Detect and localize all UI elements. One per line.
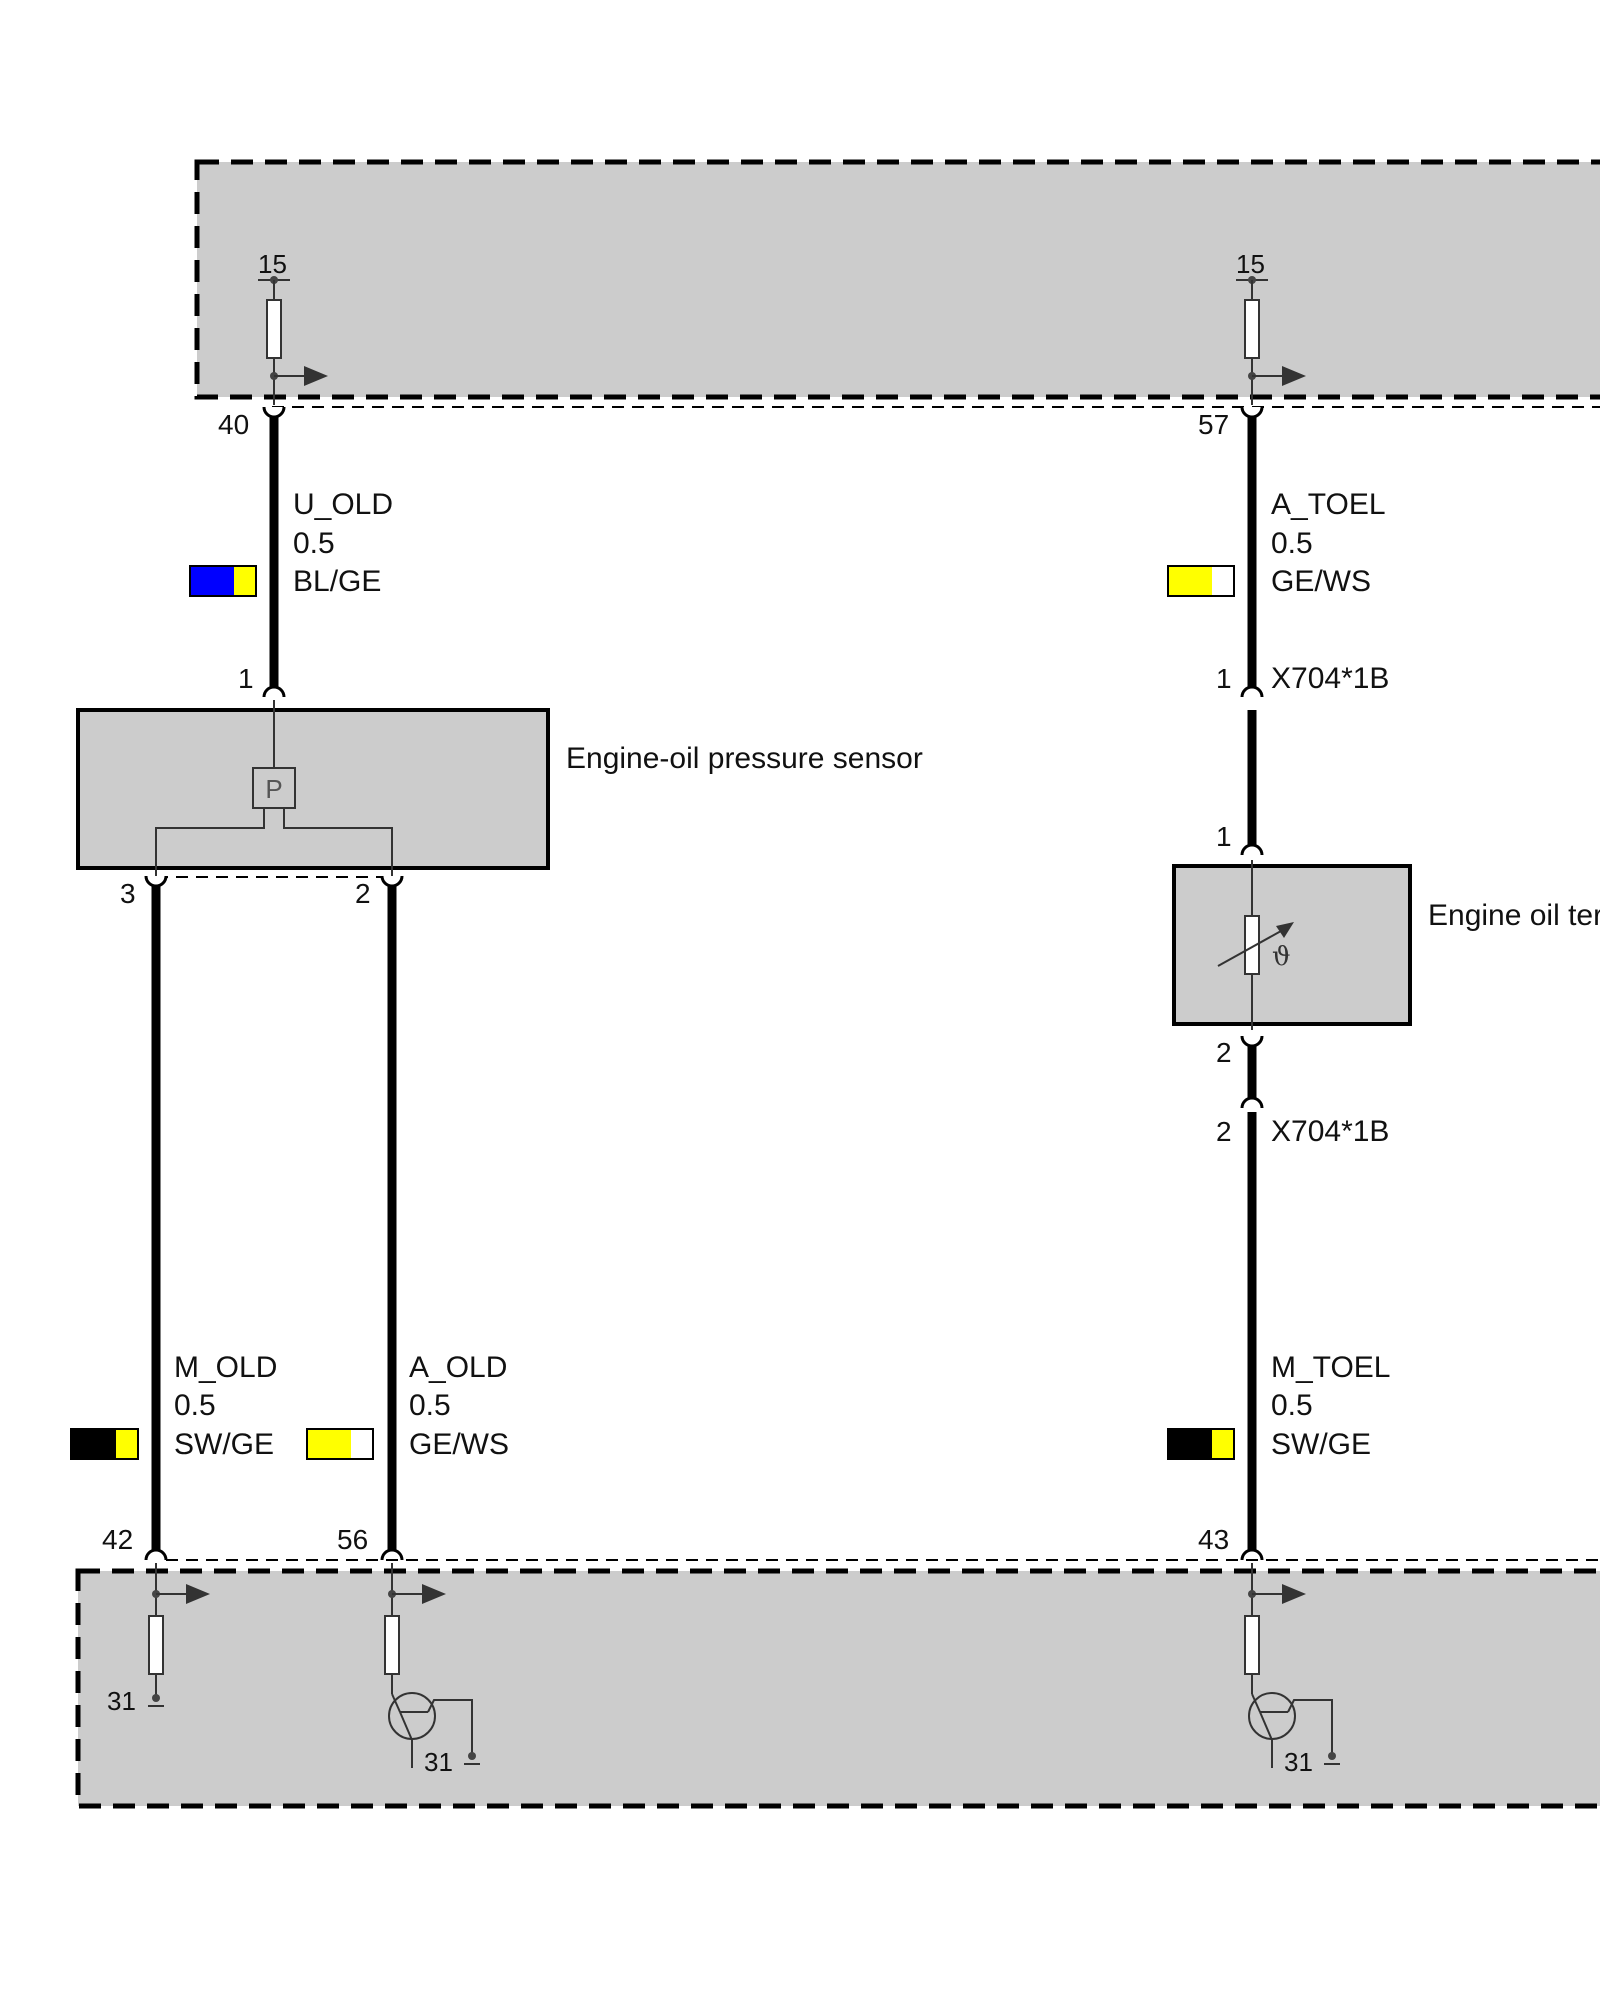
- signal-arrow-icon: [422, 1584, 446, 1604]
- signal-arrow-icon: [304, 366, 328, 386]
- wire-a-old: A_OLD 0.5 GE/WS 56: [306, 875, 509, 1561]
- pin-56: 56: [337, 1524, 368, 1555]
- thermistor-symbol: ϑ: [1272, 942, 1291, 972]
- connector-pin: [1240, 1096, 1264, 1109]
- pressure-sensor-name: Engine-oil pressure sensor: [566, 742, 923, 775]
- connector-pin: [380, 1548, 404, 1561]
- wire-color-swatch: [1167, 565, 1235, 597]
- wire-signal-label: U_OLD: [293, 488, 393, 521]
- x704-label-upper: X704*1B: [1271, 662, 1389, 695]
- sensor-pin-3: 3: [120, 878, 136, 909]
- wire-size-label: 0.5: [293, 527, 335, 560]
- wire-color-swatch: [70, 1428, 139, 1460]
- wire-color-swatch: [1167, 1428, 1235, 1460]
- ground-label: 31: [424, 1747, 453, 1777]
- connector-pin: [144, 875, 168, 888]
- wire-signal-label: A_TOEL: [1271, 488, 1386, 521]
- temp-sensor-name: Engine oil ter: [1428, 899, 1600, 932]
- bottom-control-module: 31 31: [75, 1559, 1600, 1809]
- wire-color-swatch: [306, 1428, 374, 1460]
- wire-m-toel: M_TOEL 0.5 SW/GE 43: [1167, 1112, 1391, 1561]
- wire-size-label: 0.5: [1271, 527, 1313, 560]
- wire-color-swatch: [189, 565, 257, 597]
- engine-oil-temperature-sensor: 1 ϑ Engine oil ter 2 2 X704*1B: [1172, 710, 1600, 1148]
- wire-color-label: BL/GE: [293, 565, 381, 598]
- connector-pin: [1240, 685, 1264, 698]
- pin-57: 57: [1198, 409, 1229, 440]
- x704-pin-1: 1: [1216, 663, 1232, 694]
- sensor-pin-2: 2: [355, 878, 371, 909]
- wire-color-label: SW/GE: [174, 1428, 274, 1461]
- signal-arrow-icon: [1282, 1584, 1306, 1604]
- wire-size-label: 0.5: [1271, 1389, 1313, 1422]
- connector-pin: [262, 406, 286, 419]
- connector-pin: [1240, 843, 1264, 856]
- top-right-supply: 15: [1236, 249, 1306, 405]
- x704-label-lower: X704*1B: [1271, 1115, 1389, 1148]
- wire-a-toel: A_TOEL 0.5 GE/WS 1 X704*1B: [1167, 406, 1389, 698]
- ground-label: 31: [107, 1686, 136, 1716]
- connector-pin: [1240, 1548, 1264, 1561]
- supply-label-left: 15: [258, 249, 287, 279]
- connector-pin: [144, 1548, 168, 1561]
- connector-pin: [1240, 1035, 1264, 1048]
- wire-color-label: GE/WS: [409, 1428, 509, 1461]
- wire-size-label: 0.5: [174, 1389, 216, 1422]
- connector-pin: [1240, 406, 1264, 419]
- supply-label-right: 15: [1236, 249, 1265, 279]
- pin-42: 42: [102, 1524, 133, 1555]
- thermistor: [1244, 915, 1260, 975]
- arrow-head-icon: [1276, 922, 1294, 938]
- wire-u-old: U_OLD 0.5 BL/GE 1: [189, 406, 393, 698]
- pin-40: 40: [218, 409, 249, 440]
- signal-arrow-icon: [1282, 366, 1306, 386]
- sensor-pin-1: 1: [238, 663, 254, 694]
- wire-m-old: M_OLD 0.5 SW/GE 42: [70, 875, 277, 1561]
- temp-sensor-pin-1: 1: [1216, 821, 1232, 852]
- resistor: [1244, 299, 1260, 359]
- ground-branch-left: 31: [107, 1563, 210, 1716]
- wire-signal-label: M_TOEL: [1271, 1351, 1391, 1384]
- temp-sensor-pin-2: 2: [1216, 1037, 1232, 1068]
- resistor: [266, 299, 282, 359]
- wire-color-label: GE/WS: [1271, 565, 1371, 598]
- resistor: [1244, 1615, 1260, 1675]
- ground-label: 31: [1284, 1747, 1313, 1777]
- wire-signal-label: A_OLD: [409, 1351, 507, 1384]
- x704-pin-2: 2: [1216, 1116, 1232, 1147]
- top-left-supply: 15: [258, 249, 328, 405]
- wire-size-label: 0.5: [409, 1389, 451, 1422]
- resistor: [148, 1615, 164, 1675]
- resistor: [384, 1615, 400, 1675]
- connector-pin: [380, 875, 404, 888]
- transistor-branch-right: 31: [1244, 1563, 1340, 1777]
- top-control-module: 15 15 40 57: [194, 159, 1600, 440]
- pressure-symbol: [252, 767, 296, 809]
- pin-43: 43: [1198, 1524, 1229, 1555]
- signal-arrow-icon: [186, 1584, 210, 1604]
- transistor-branch-left: 31: [384, 1563, 480, 1777]
- connector-pin: [262, 685, 286, 698]
- engine-oil-pressure-sensor: P Engine-oil pressure sensor 3 2: [76, 700, 923, 909]
- wire-signal-label: M_OLD: [174, 1351, 277, 1384]
- pressure-symbol-label: P: [265, 774, 282, 804]
- thermistor-arrow: [1217, 925, 1291, 967]
- wire-color-label: SW/GE: [1271, 1428, 1371, 1461]
